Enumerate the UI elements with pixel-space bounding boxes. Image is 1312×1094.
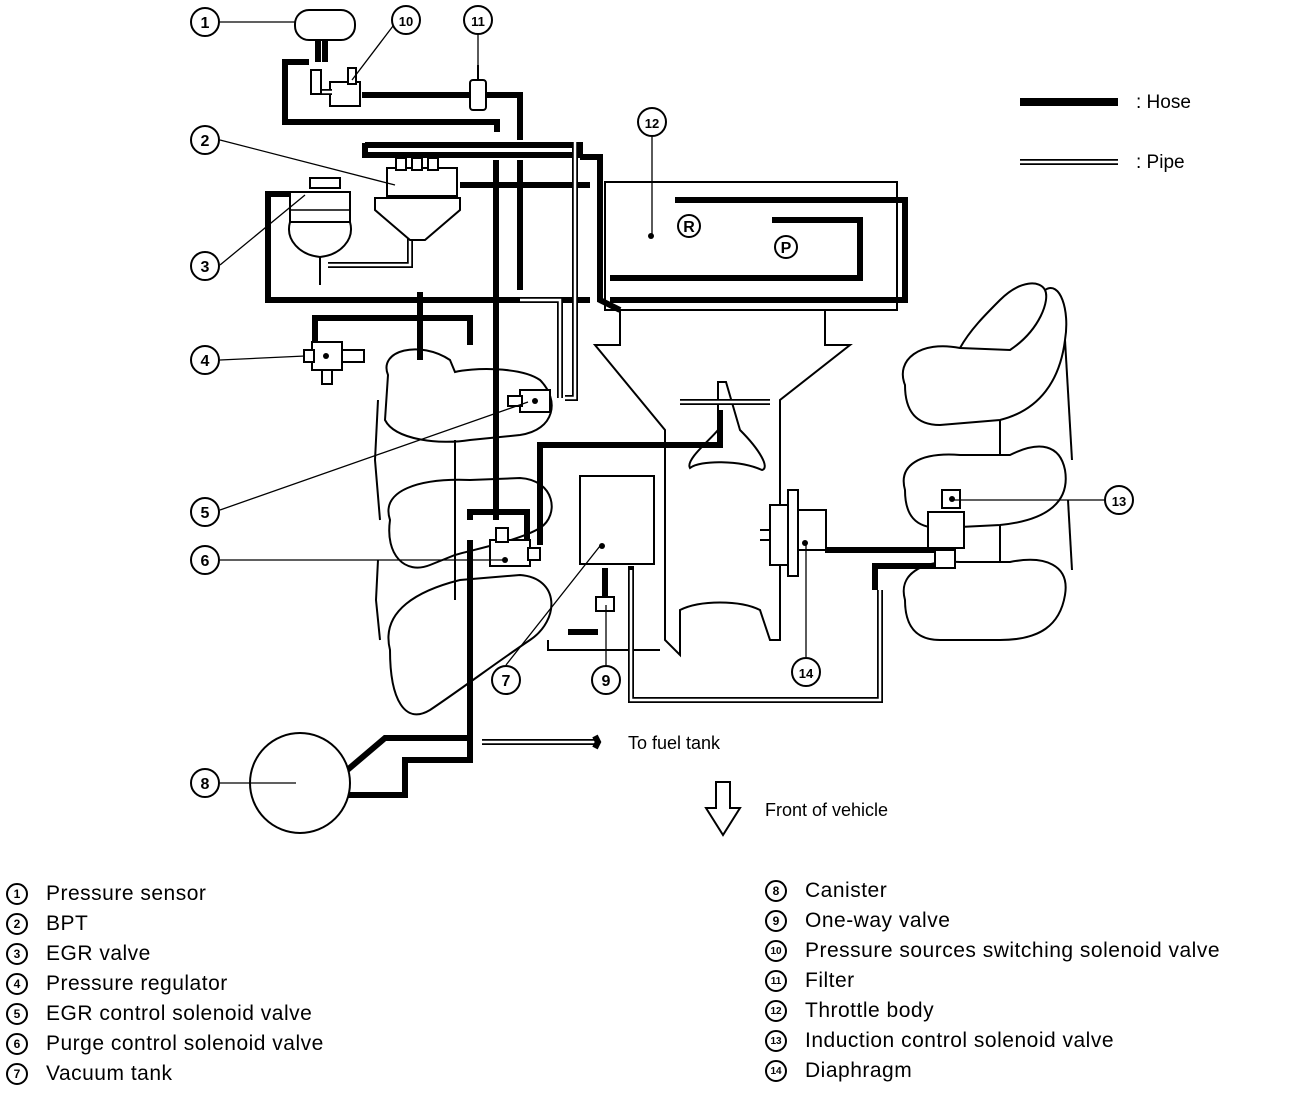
legend-number: 9 xyxy=(765,910,787,932)
callout-7: 7 xyxy=(491,665,521,695)
legend-number: 8 xyxy=(765,880,787,902)
legend-part-name: Throttle body xyxy=(805,999,935,1022)
callout-9: 9 xyxy=(591,665,621,695)
to-fuel-tank-label: To fuel tank xyxy=(628,733,721,753)
svg-text:5: 5 xyxy=(201,505,210,522)
one-way-valve xyxy=(595,596,615,612)
legend-part-name: EGR control solenoid valve xyxy=(46,1002,313,1025)
legend-part-name: Pressure regulator xyxy=(46,972,228,995)
svg-text:2: 2 xyxy=(201,133,210,150)
legend-number: 6 xyxy=(6,1033,28,1055)
front-of-vehicle-label: Front of vehicle xyxy=(765,800,888,820)
svg-text:12: 12 xyxy=(645,116,659,131)
diaphragm-actuator xyxy=(760,489,827,577)
legend-part-name: Purge control solenoid valve xyxy=(46,1032,324,1055)
pressure-sensor xyxy=(294,9,356,62)
legend-item: 8 Canister xyxy=(765,876,887,906)
throttle-mark-p xyxy=(774,235,798,259)
legend-item: 13 Induction control solenoid valve xyxy=(765,1026,1114,1056)
legend-number: 5 xyxy=(6,1003,28,1025)
hose-key-label: : Hose xyxy=(1136,92,1191,113)
legend-item: 7 Vacuum tank xyxy=(6,1059,173,1089)
legend-part-name: Vacuum tank xyxy=(46,1062,173,1085)
callout-4: 4 xyxy=(190,345,220,375)
legend-item: 6 Purge control solenoid valve xyxy=(6,1029,324,1059)
svg-text:8: 8 xyxy=(201,776,210,793)
legend-item: 2 BPT xyxy=(6,909,88,939)
svg-text:11: 11 xyxy=(471,14,485,29)
callout-14: 14 xyxy=(791,657,821,687)
egr-valve xyxy=(288,177,352,285)
induction-control-solenoid xyxy=(927,489,965,569)
front-arrow-icon xyxy=(704,781,742,837)
throttle-mark-r-label: R xyxy=(683,219,695,236)
vacuum-tank xyxy=(579,475,655,565)
legend-number: 7 xyxy=(6,1063,28,1085)
legend-item: 3 EGR valve xyxy=(6,939,151,969)
svg-text:13: 13 xyxy=(1112,494,1126,509)
legend-item: 9 One-way valve xyxy=(765,906,950,936)
legend-part-name: Diaphragm xyxy=(805,1059,913,1082)
legend-number: 14 xyxy=(765,1060,787,1082)
legend-number: 11 xyxy=(765,970,787,992)
legend-item: 5 EGR control solenoid valve xyxy=(6,999,312,1029)
legend-part-name: Canister xyxy=(805,879,888,902)
distribution-fitting xyxy=(680,381,770,472)
throttle-body-dot xyxy=(648,233,654,239)
legend-number: 2 xyxy=(6,913,28,935)
callout-3: 3 xyxy=(190,251,220,281)
legend-part-name: Induction control solenoid valve xyxy=(805,1029,1115,1052)
legend-item: 12 Throttle body xyxy=(765,996,934,1026)
legend-part-name: BPT xyxy=(46,912,89,935)
legend-number: 1 xyxy=(6,883,28,905)
pipe-key-label: : Pipe xyxy=(1136,152,1185,173)
intake-plenum xyxy=(454,310,853,658)
right-intake-runners xyxy=(902,282,1073,641)
leader-lines xyxy=(219,21,1104,784)
legend-item: 4 Pressure regulator xyxy=(6,969,228,999)
bpt-valve xyxy=(374,157,461,241)
legend-part-name: One-way valve xyxy=(805,909,951,932)
callout-10: 10 xyxy=(391,5,421,35)
callout-8: 8 xyxy=(190,768,220,798)
callout-6: 6 xyxy=(190,545,220,575)
legend-part-name: EGR valve xyxy=(46,942,151,965)
callout-13: 13 xyxy=(1104,485,1134,515)
callout-1: 1 xyxy=(190,7,220,37)
legend-part-name: Pressure sources switching solenoid valv… xyxy=(805,939,1221,962)
svg-text:1: 1 xyxy=(201,15,210,32)
throttle-body: R P xyxy=(604,181,898,311)
legend-number: 12 xyxy=(765,1000,787,1022)
svg-text:6: 6 xyxy=(201,553,210,570)
legend-item: 14 Diaphragm xyxy=(765,1056,912,1086)
pressure-regulator xyxy=(303,341,365,385)
switching-solenoid-valve xyxy=(310,67,361,107)
throttle-mark-p-label: P xyxy=(781,240,792,257)
svg-text:4: 4 xyxy=(201,353,210,370)
callout-2: 2 xyxy=(190,125,220,155)
vacuum-hose-diagram: .hose { fill: none; stroke: #000; stroke… xyxy=(190,5,1191,837)
legend-number: 3 xyxy=(6,943,28,965)
callout-12: 12 xyxy=(637,107,667,137)
egr-control-solenoid xyxy=(507,389,551,413)
legend-item: 10 Pressure sources switching solenoid va… xyxy=(765,936,1220,966)
svg-text:9: 9 xyxy=(602,673,611,690)
svg-text:7: 7 xyxy=(502,673,511,690)
legend-number: 10 xyxy=(765,940,787,962)
purge-control-solenoid xyxy=(489,527,541,567)
callout-11: 11 xyxy=(463,5,493,35)
legend-number: 4 xyxy=(6,973,28,995)
svg-text:3: 3 xyxy=(201,259,210,276)
legend-item: 11 Filter xyxy=(765,966,855,996)
legend-number: 13 xyxy=(765,1030,787,1052)
throttle-mark-r xyxy=(677,214,701,238)
legend-part-name: Pressure sensor xyxy=(46,882,207,905)
legend-item: 1 Pressure sensor xyxy=(6,879,206,909)
callout-5: 5 xyxy=(190,497,220,527)
svg-text:14: 14 xyxy=(799,666,814,681)
filter xyxy=(469,65,487,111)
legend-part-name: Filter xyxy=(805,969,855,992)
svg-text:10: 10 xyxy=(399,14,413,29)
